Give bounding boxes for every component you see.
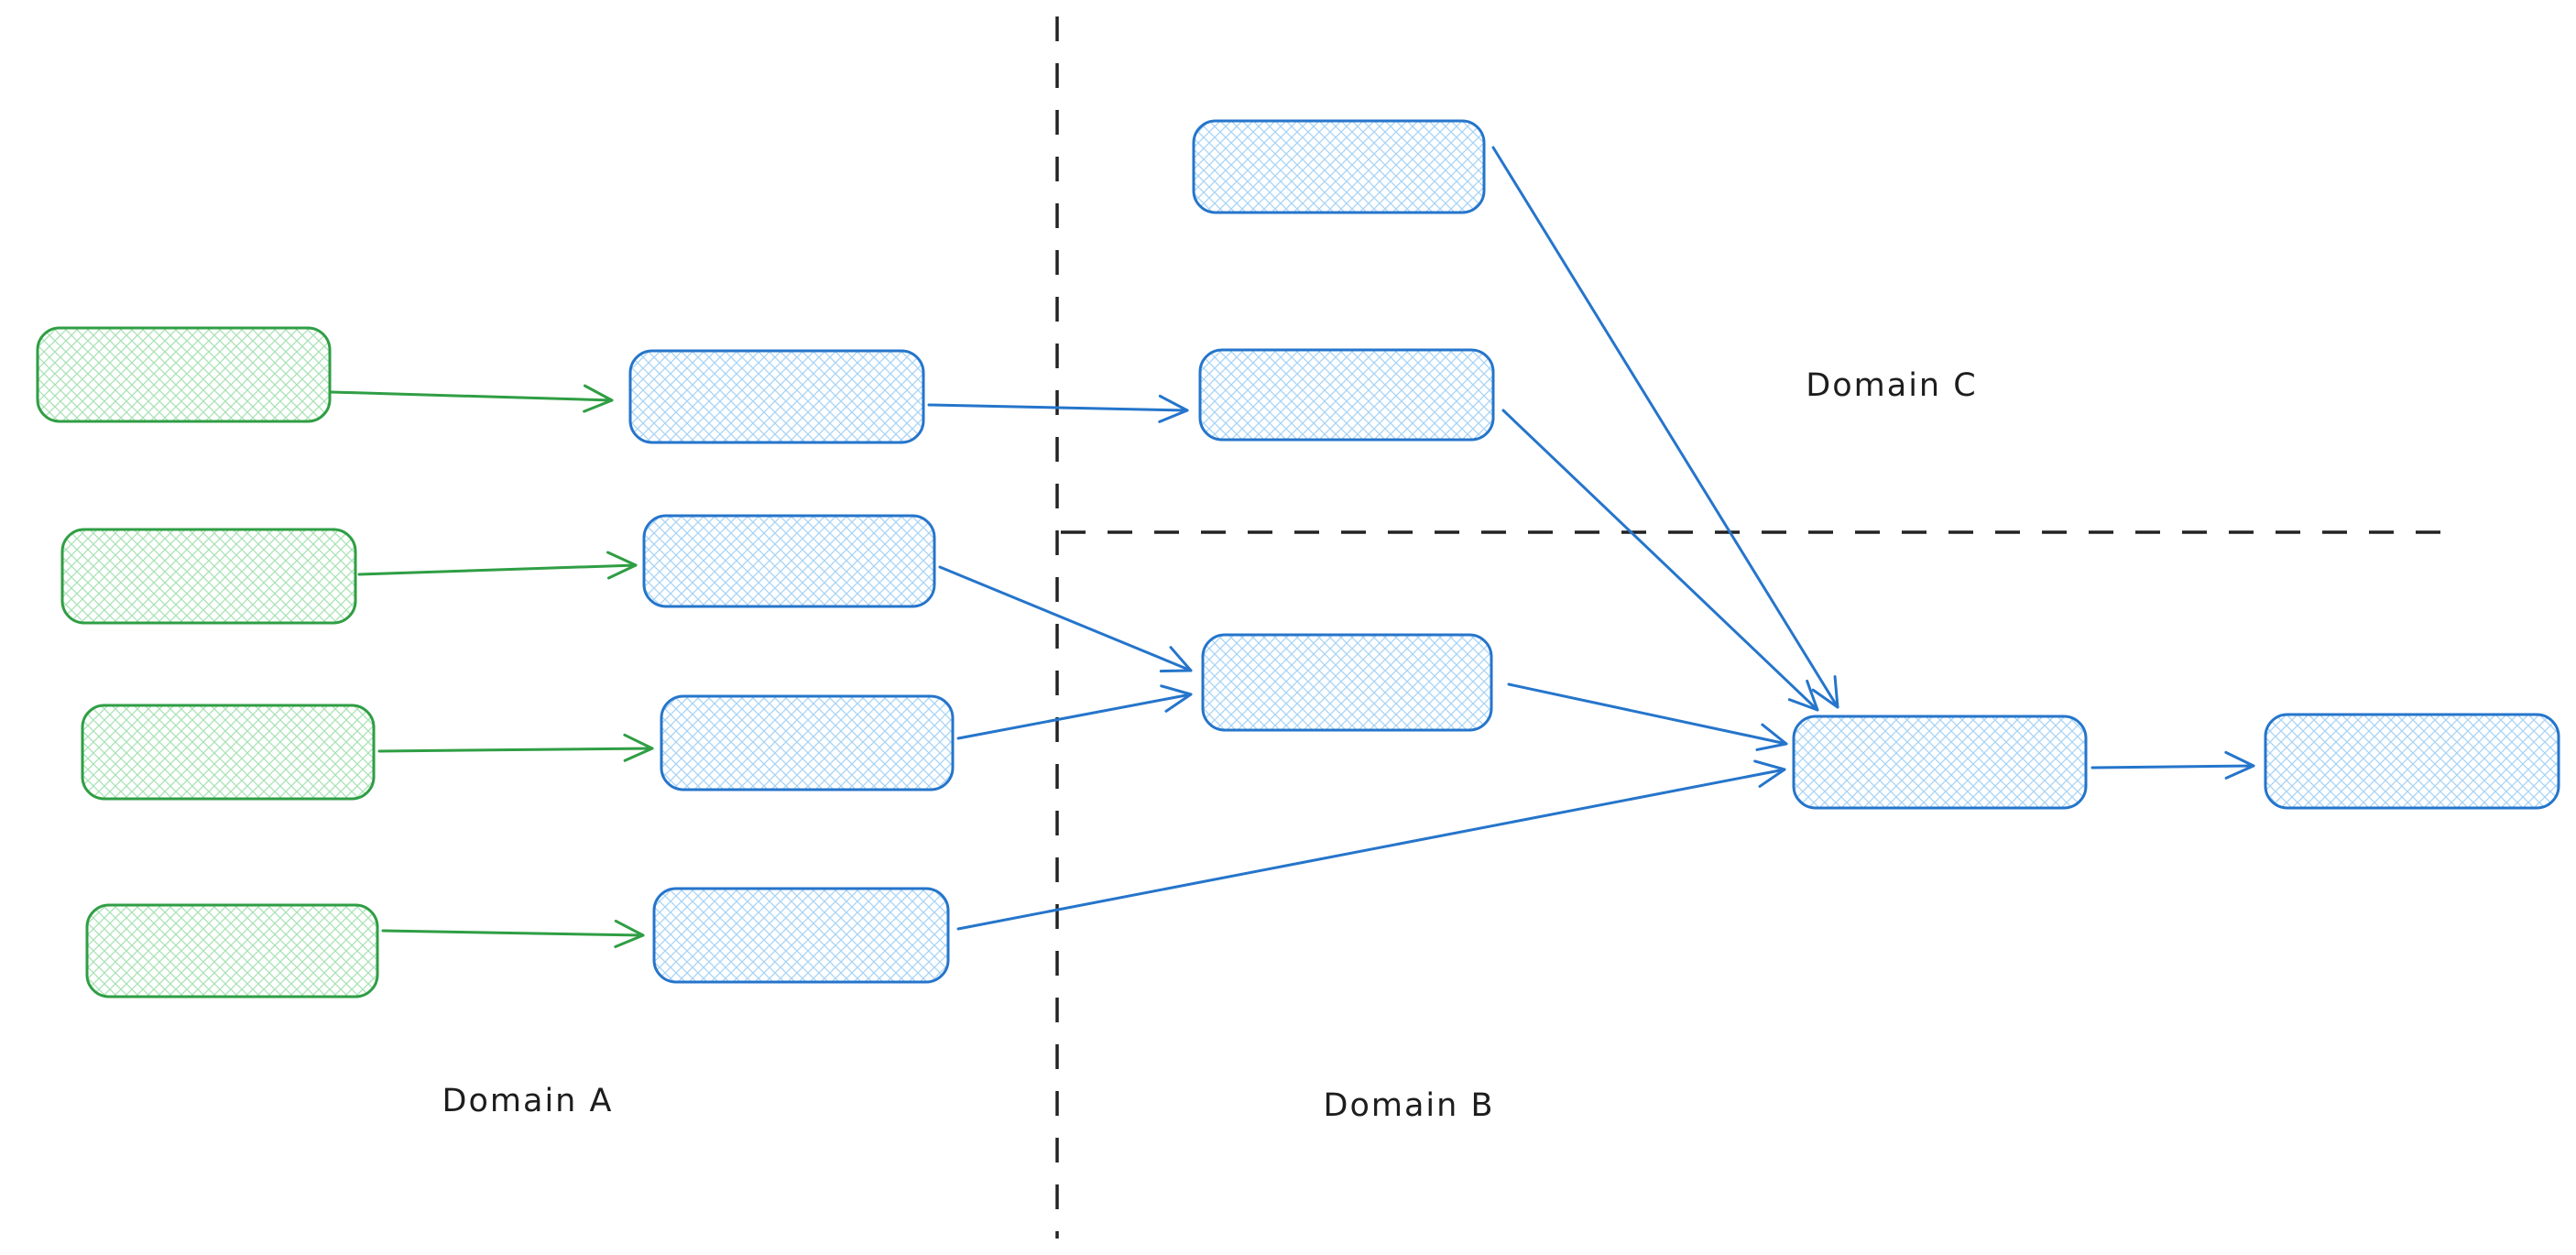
node-domain-a-mid-3	[660, 694, 955, 791]
arrow-mid1-to-cmid	[927, 394, 1189, 423]
node-domain-b-join	[1201, 633, 1493, 732]
arrow-source1-to-mid1	[330, 384, 614, 413]
node-domain-a-source-2	[60, 528, 357, 625]
label-domain-b: Domain B	[1324, 1087, 1495, 1124]
node-domain-a-mid-4	[652, 887, 950, 984]
arrow-source4-to-mid4	[381, 919, 645, 948]
arrow-bjoin-to-bhub	[1507, 682, 1788, 751]
arrow-cmid-to-bhub	[1501, 409, 1819, 712]
node-domain-b-hub	[1792, 715, 2088, 810]
arrow-mid3-to-bjoin	[956, 684, 1193, 740]
node-domain-a-mid-1	[628, 349, 925, 444]
arrow-mid2-to-bjoin	[938, 565, 1193, 673]
arrow-mid4-to-bhub	[956, 759, 1786, 931]
arrow-source3-to-mid3	[377, 733, 654, 762]
node-domain-a-source-4	[85, 903, 379, 999]
label-domain-c: Domain C	[1806, 367, 1977, 404]
node-domain-a-mid-2	[642, 514, 936, 608]
node-domain-b-out	[2264, 713, 2560, 810]
node-domain-a-source-3	[81, 704, 376, 801]
label-domain-a: Domain A	[442, 1083, 614, 1119]
arrow-ctop-to-bhub	[1491, 146, 1839, 709]
node-domain-c-top	[1192, 119, 1486, 214]
arrow-bhub-to-bout	[2090, 750, 2255, 780]
node-domain-a-source-1	[36, 326, 332, 423]
arrow-source2-to-mid2	[357, 551, 638, 580]
node-domain-c-mid	[1198, 348, 1495, 442]
